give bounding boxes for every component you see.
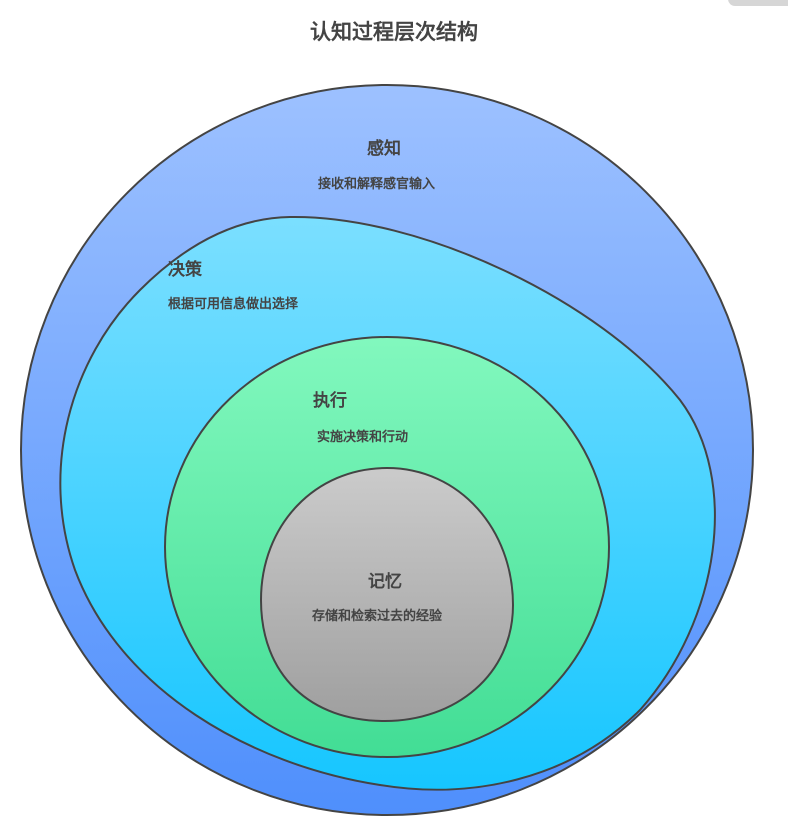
scrollbar[interactable] <box>728 0 788 6</box>
layer-execution-title: 执行 <box>313 391 347 411</box>
layer-memory-title: 记忆 <box>368 572 402 592</box>
layer-memory-shape <box>259 466 515 723</box>
layer-perception-title: 感知 <box>367 139 401 159</box>
layer-decision-description: 根据可用信息做出选择 <box>168 297 299 312</box>
layer-execution-description: 实施决策和行动 <box>317 430 409 445</box>
diagram-title: 认知过程层次结构 <box>310 20 478 44</box>
layer-decision-title: 决策 <box>168 260 202 280</box>
layer-perception-description: 接收和解释感官输入 <box>318 177 436 192</box>
layer-memory-description: 存储和检索过去的经验 <box>312 609 443 624</box>
